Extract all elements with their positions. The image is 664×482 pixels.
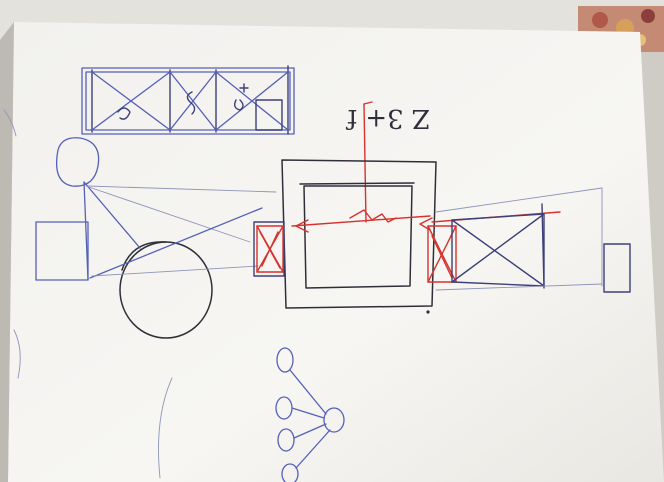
paper-sheet xyxy=(8,22,664,482)
handwriting-note: Z 3+ f xyxy=(345,103,430,133)
